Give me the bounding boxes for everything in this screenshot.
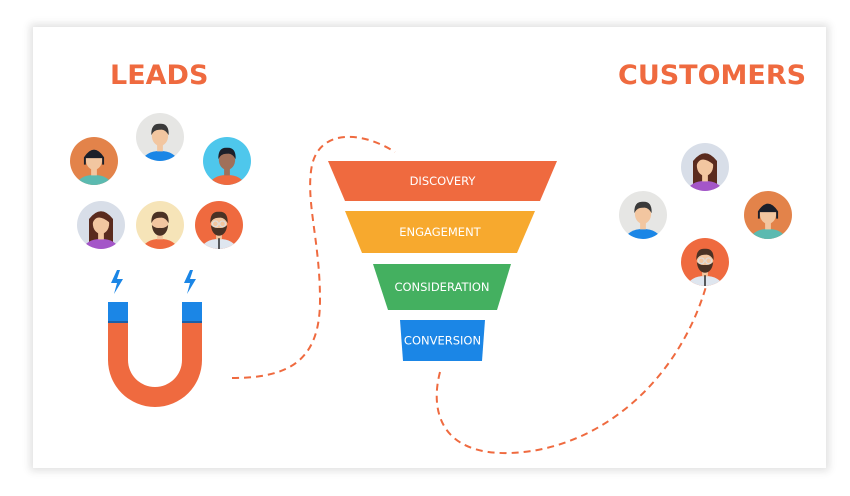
avatar-man-glasses-beard bbox=[681, 238, 729, 286]
funnel-stage-shape bbox=[345, 211, 535, 253]
funnel: DISCOVERY ENGAGEMENT CONSIDERATION CONVERSI… bbox=[328, 161, 557, 361]
avatar-man-beard bbox=[136, 201, 184, 249]
funnel-stage-label: DISCOVERY bbox=[410, 174, 477, 188]
magnet-icon bbox=[108, 302, 202, 407]
avatar-man-glasses-beard bbox=[195, 201, 243, 249]
avatar-man-short-hair bbox=[136, 113, 184, 161]
spark-icon bbox=[184, 270, 196, 294]
funnel-stage-shape bbox=[400, 320, 485, 361]
avatar-man-dark-skin bbox=[203, 137, 251, 185]
funnel-stage-label: CONVERSION bbox=[404, 334, 481, 348]
spark-icon bbox=[111, 270, 123, 294]
funnel-stage-shape bbox=[373, 264, 511, 310]
avatar-woman-bob-hair bbox=[744, 191, 792, 239]
funnel-stage-label: CONSIDERATION bbox=[394, 280, 489, 294]
flow-path-magnet-to-funnel bbox=[231, 135, 396, 379]
funnel-stage-consideration: CONSIDERATION bbox=[373, 264, 511, 310]
leads-title: LEADS bbox=[110, 60, 209, 91]
funnel-stage-shape bbox=[328, 161, 557, 201]
customers-title: CUSTOMERS bbox=[618, 60, 807, 91]
funnel-stage-conversion: CONVERSION bbox=[400, 320, 485, 361]
funnel-stage-discovery: DISCOVERY bbox=[328, 161, 557, 201]
avatar-man-short-hair bbox=[619, 191, 667, 239]
funnel-stage-engagement: ENGAGEMENT bbox=[345, 211, 535, 253]
avatar-woman-long-hair bbox=[681, 143, 729, 191]
avatars bbox=[70, 113, 792, 286]
funnel-stage-label: ENGAGEMENT bbox=[399, 225, 481, 239]
avatar-woman-bob-hair bbox=[70, 137, 118, 185]
flow-path-funnel-to-customers bbox=[435, 282, 708, 455]
avatar-woman-long-hair bbox=[77, 201, 125, 249]
